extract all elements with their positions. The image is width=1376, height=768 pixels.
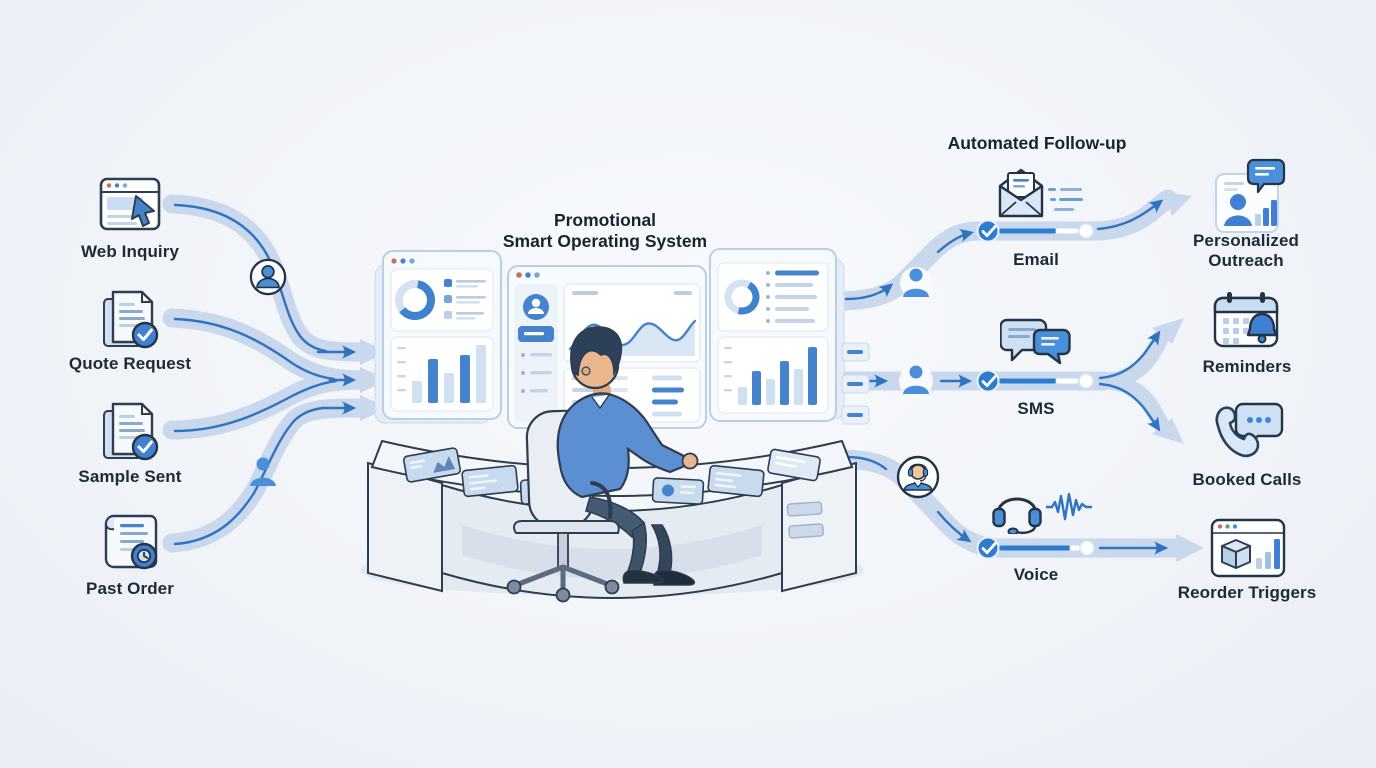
check-circle-icon (976, 219, 1000, 243)
list-rows (766, 270, 819, 323)
package-chart-icon (1210, 518, 1286, 578)
mini-dash-cards (841, 342, 870, 425)
source-sample-sent (99, 402, 161, 464)
donut-chart (395, 280, 435, 320)
arrowhead-booked (1152, 418, 1184, 444)
arrowhead-reminders (1152, 318, 1184, 344)
right-dashboard-monitor (709, 248, 837, 422)
progress-dot (1079, 540, 1095, 556)
arrowhead-into-system-3 (360, 395, 388, 421)
bar-chart (412, 345, 486, 403)
source-past-order (98, 512, 162, 572)
progress-dot (1078, 223, 1094, 239)
document-check-icon (103, 402, 159, 461)
outcome-booked-calls (1212, 402, 1286, 464)
arrowhead-into-system-1 (360, 339, 388, 365)
chat-bubbles-icon (999, 318, 1072, 368)
headset-icon (990, 486, 1044, 536)
channel-label-sms: SMS (1017, 399, 1055, 418)
bar-chart (738, 347, 817, 405)
legend-rows (444, 279, 486, 320)
document-check-icon (103, 290, 159, 349)
sms-progress (976, 369, 1094, 393)
progress-dot (1078, 373, 1094, 389)
hand (681, 452, 699, 470)
arrowhead-into-system-2 (360, 367, 388, 393)
outcome-reminders (1212, 290, 1286, 356)
system-title-line1: Promotional (553, 210, 657, 230)
calendar-bell-icon (1213, 292, 1279, 348)
progress-motifs (976, 219, 1095, 560)
person-silhouette-icon (248, 456, 278, 488)
agent-headset-avatar-icon (896, 455, 940, 499)
voice-waveform-icon (1044, 492, 1094, 522)
source-label-web-inquiry: Web Inquiry (80, 242, 180, 261)
voice-progress (976, 536, 1095, 560)
person-silhouette-icon (901, 267, 931, 299)
source-web-inquiry (98, 176, 164, 234)
source-label-sample-sent: Sample Sent (78, 467, 182, 486)
left-dashboard-monitor (382, 250, 502, 420)
hair (570, 326, 623, 377)
drawer-handles (786, 501, 824, 539)
arrowhead-personalized (1164, 192, 1192, 216)
browser-cursor-icon (99, 177, 161, 231)
flow-lines (173, 199, 1169, 555)
outcome-label-personalized: Personalized Outreach (1192, 231, 1300, 270)
menu-rows (521, 353, 552, 393)
donut-chart (724, 279, 760, 315)
outcome-label-booked-calls: Booked Calls (1192, 470, 1302, 489)
source-label-past-order: Past Order (86, 579, 174, 598)
customer-avatar-icon (249, 258, 287, 296)
email-progress (976, 219, 1094, 243)
axis-ticks (724, 347, 732, 392)
source-quote-request (99, 290, 161, 352)
central-illustration (352, 225, 872, 615)
source-label-quote-request: Quote Request (68, 354, 192, 373)
person-silhouette-icon (901, 364, 931, 396)
outcome-label-reminders: Reminders (1202, 357, 1292, 376)
outcome-label-reorder-triggers: Reorder Triggers (1177, 583, 1317, 602)
check-circle-icon (976, 536, 1000, 560)
chair-base (506, 481, 620, 603)
axis-ticks (397, 347, 406, 392)
receipt-clock-icon (104, 514, 158, 570)
system-title: Promotional Smart Operating System (445, 210, 765, 252)
phone-chat-icon (1215, 402, 1284, 458)
channel-label-email: Email (1013, 250, 1059, 269)
arrowhead-reorder (1176, 534, 1204, 562)
open-envelope-icon (996, 166, 1046, 222)
channel-label-voice: Voice (1013, 565, 1059, 584)
armrest (590, 481, 613, 519)
outcome-personalized-outreach (1212, 158, 1286, 246)
system-title-line2: Smart Operating System (502, 231, 708, 251)
check-circle-icon (976, 369, 1000, 393)
followup-header: Automated Follow-up (947, 133, 1127, 153)
operator-person (556, 326, 699, 586)
profile-chart-bubble-icon (1215, 158, 1286, 233)
outcome-reorder-triggers (1208, 518, 1288, 580)
band-arrowheads (360, 192, 1204, 562)
mail-list-lines-icon (1048, 186, 1084, 214)
